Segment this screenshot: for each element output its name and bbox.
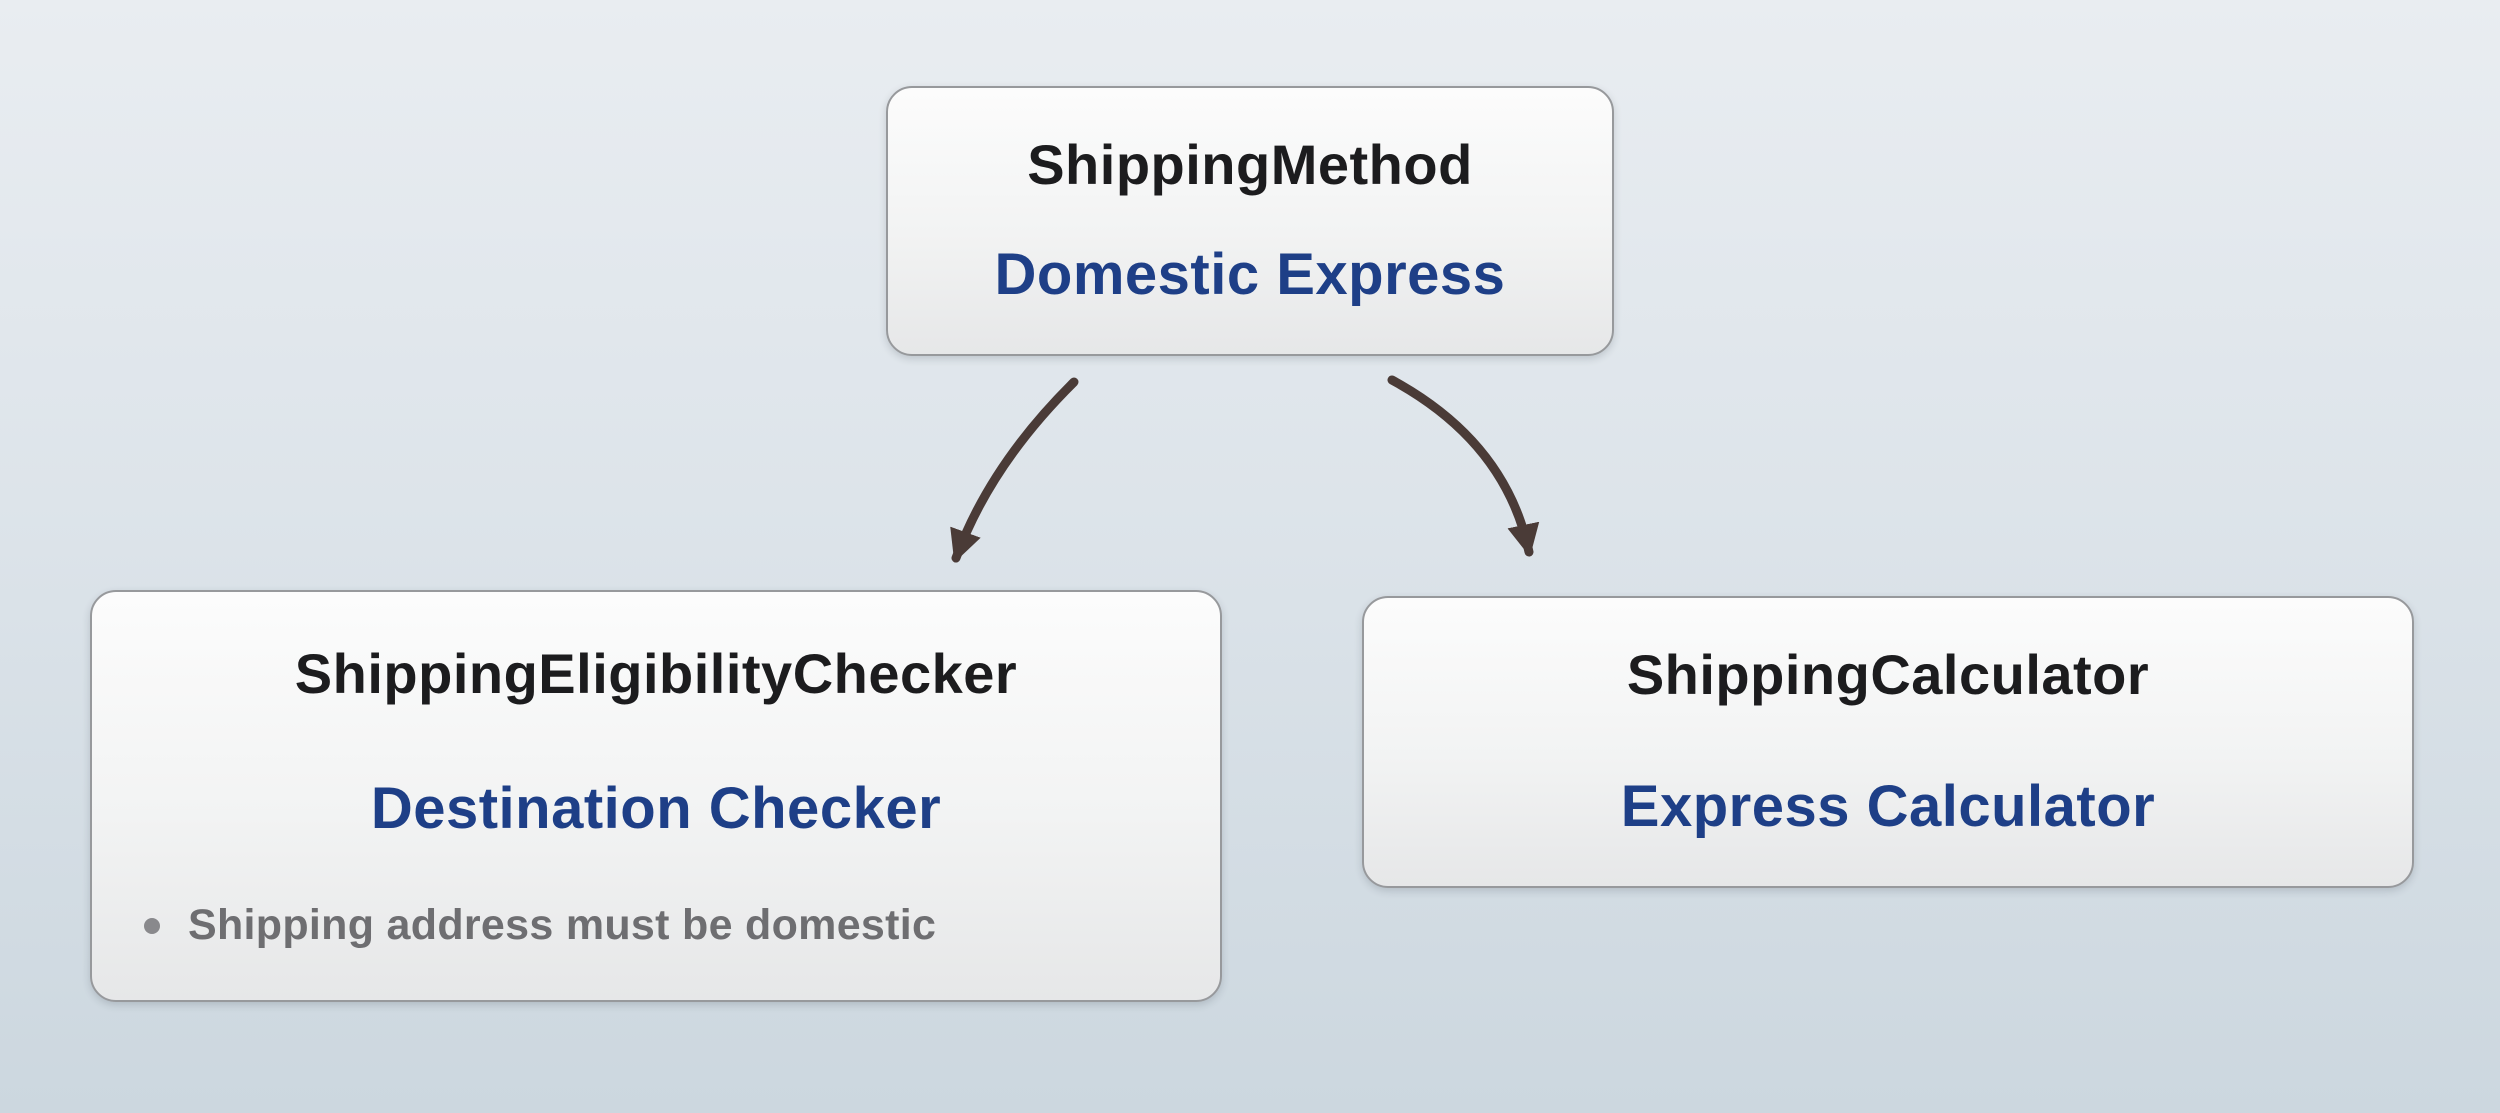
bullet-item: Shipping address must be domestic <box>92 901 1220 950</box>
node-title: ShippingCalculator <box>1626 643 2150 707</box>
node-subtitle: Destination Checker <box>370 776 942 842</box>
bullet-text: Shipping address must be domestic <box>188 901 937 950</box>
node-shipping-calculator: ShippingCalculator Express Calculator <box>1362 596 2414 888</box>
arrow-to-calculator <box>1387 375 1540 557</box>
node-title: ShippingEligibilityChecker <box>294 642 1018 705</box>
node-shipping-eligibility-checker: ShippingEligibilityChecker Destination C… <box>90 590 1222 1002</box>
bullet-dot-icon <box>144 917 160 934</box>
node-title: ShippingMethod <box>1027 133 1473 197</box>
node-subtitle: Domestic Express <box>994 241 1506 307</box>
arrow-to-eligibility-checker <box>950 377 1079 563</box>
node-subtitle: Express Calculator <box>1620 773 2156 839</box>
node-shipping-method: ShippingMethod Domestic Express <box>886 86 1614 356</box>
